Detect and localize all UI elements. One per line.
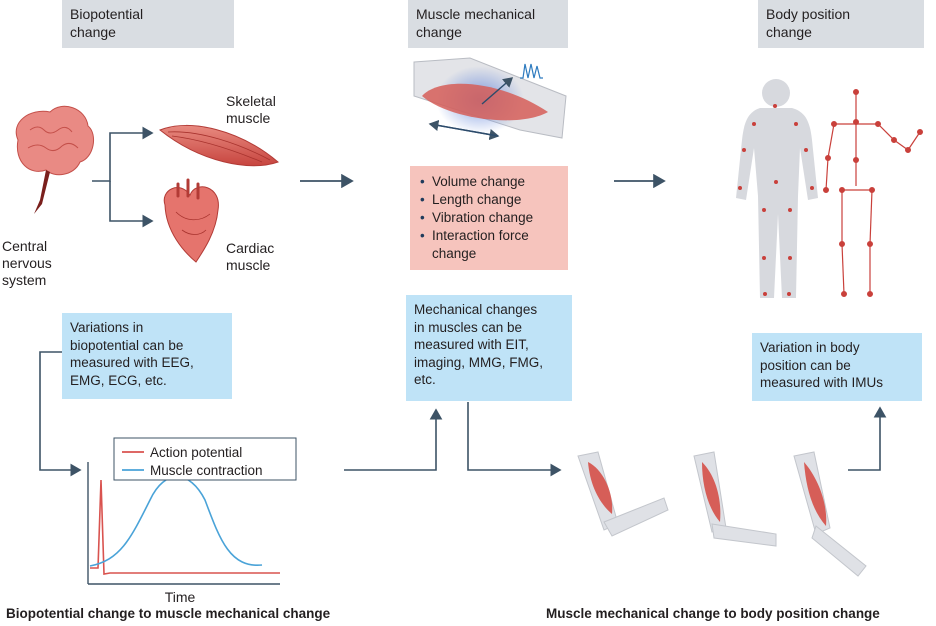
list-item-vibration: Vibration change <box>420 209 558 227</box>
legend-label-action: Action potential <box>150 445 242 460</box>
caption-left: Biopotential change to muscle mechanical… <box>6 606 331 621</box>
list-item-volume: Volume change <box>420 173 558 191</box>
brain-icon <box>15 105 95 214</box>
arm-extended-icon <box>793 451 867 577</box>
cns-branch-arrows <box>92 126 154 228</box>
muscle-mechanical-illustration <box>413 57 567 141</box>
mechanical-changes-list: Volume change Length change Vibration ch… <box>410 166 568 270</box>
label-cns: Central nervous system <box>2 238 52 288</box>
list-item-length: Length change <box>420 191 558 209</box>
heart-icon <box>163 178 219 263</box>
label-cardiac-muscle: Cardiac muscle <box>226 240 275 273</box>
connector-chart-to-box2 <box>344 408 443 471</box>
arm-mid-icon <box>693 451 777 547</box>
series-muscle-contraction <box>89 475 263 567</box>
series-action-potential <box>90 479 280 575</box>
connector-box1-to-chart <box>39 351 82 477</box>
header-body-position: Body position change <box>758 0 924 48</box>
connector-box2-to-arms <box>467 402 562 477</box>
caption-right: Muscle mechanical change to body positio… <box>546 606 880 621</box>
skeleton-model-icon <box>822 88 923 298</box>
connector-arms-to-box3 <box>848 406 887 471</box>
info-box-mechanical: Mechanical changes in muscles can be mea… <box>406 295 572 401</box>
label-skeletal-muscle: Skeletal muscle <box>226 93 276 126</box>
header-muscle-mechanical: Muscle mechanical change <box>408 0 568 48</box>
info-box-body-position: Variation in body position can be measur… <box>752 333 922 401</box>
skeletal-muscle-icon <box>159 124 279 167</box>
list-item-interaction-force: Interaction force change <box>420 227 558 263</box>
human-body-icon <box>736 79 818 298</box>
chart-xlabel: Time <box>165 589 196 605</box>
arm-flexed-icon <box>577 451 669 537</box>
header-biopotential: Biopotential change <box>62 0 234 48</box>
legend-label-contraction: Muscle contraction <box>150 463 263 478</box>
chart-axes <box>87 462 280 585</box>
info-box-biopotential: Variations in biopotential can be measur… <box>62 313 232 399</box>
chart-legend <box>113 437 297 481</box>
